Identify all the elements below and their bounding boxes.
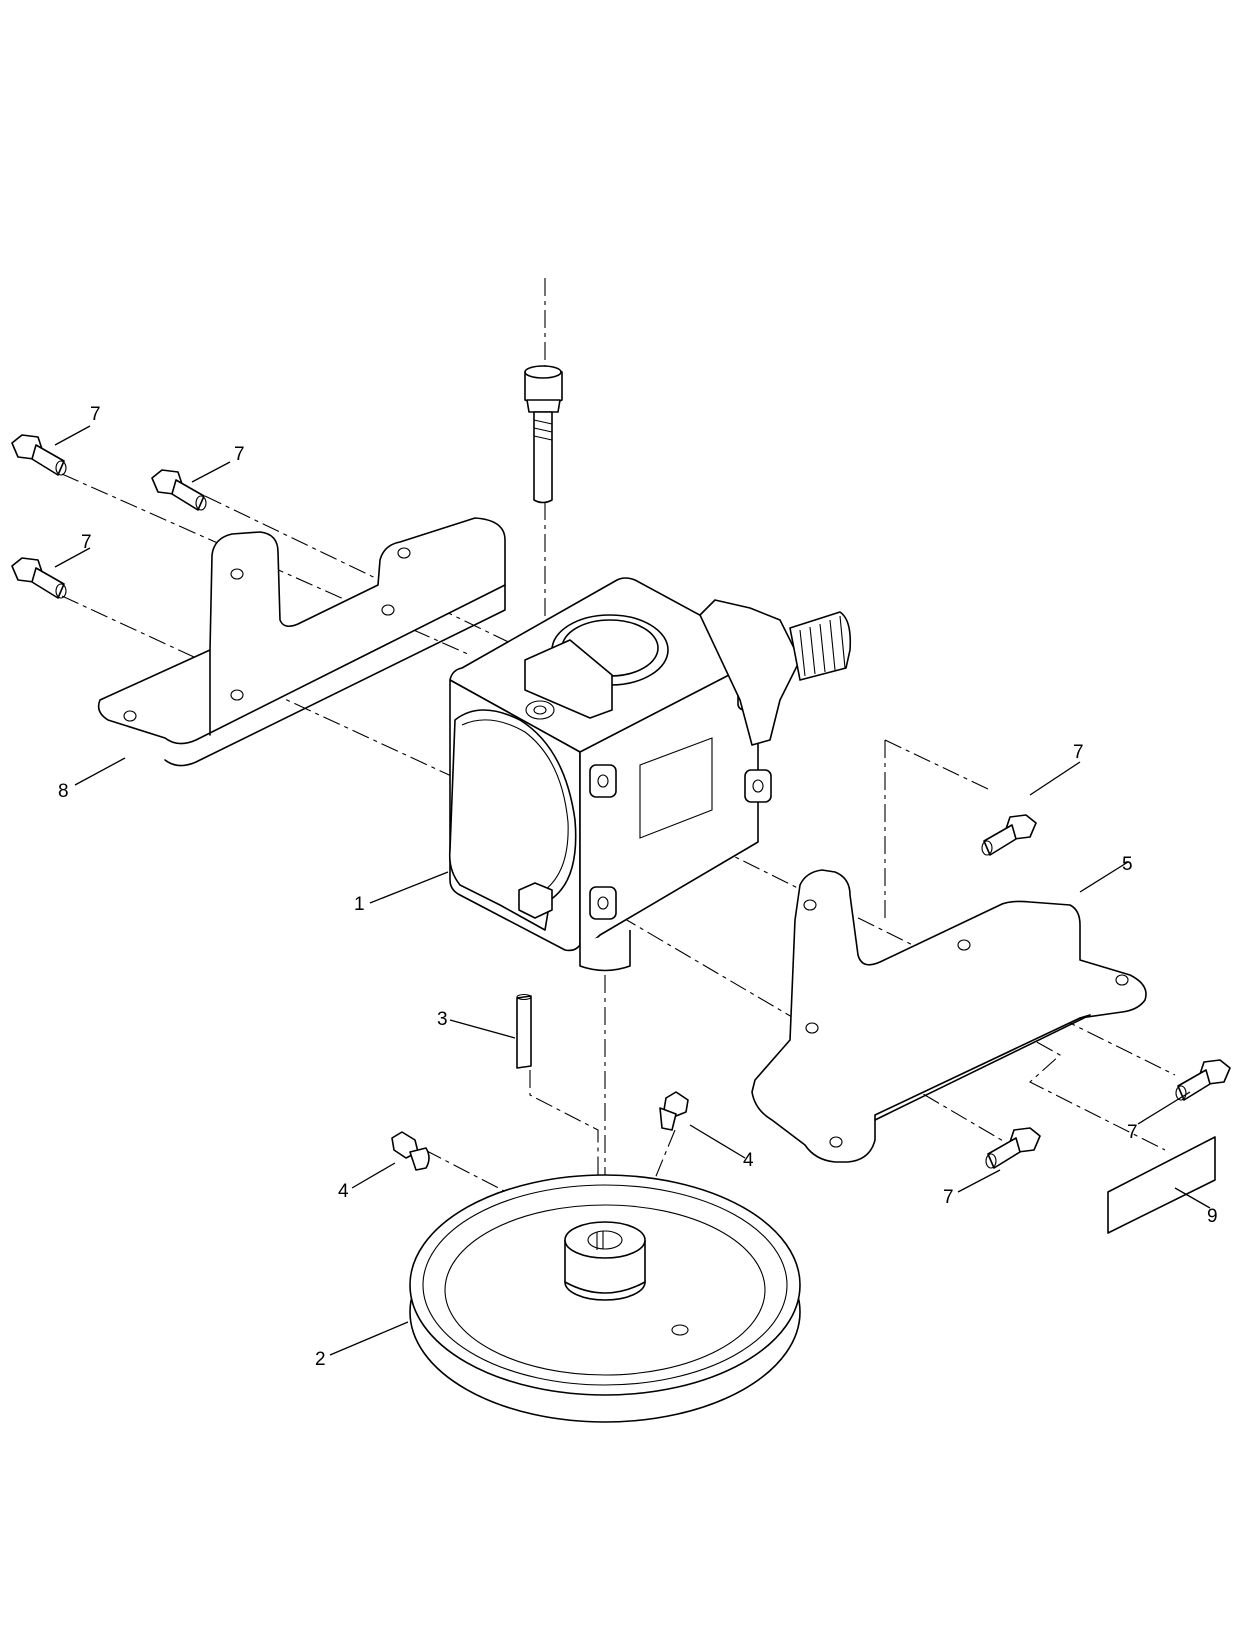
callouts: 7 7 7 8 1 7 5 3 4 4 7 7 9 2 — [58, 404, 1218, 1370]
callout-7-right-upper: 7 — [1073, 742, 1084, 763]
callout-7-right-lower: 7 — [1127, 1122, 1138, 1143]
callout-7-top-left: 7 — [90, 404, 101, 425]
callout-3: 3 — [437, 1009, 448, 1030]
pulley-icon — [409, 1174, 801, 1423]
set-screw-left-icon — [391, 1131, 430, 1171]
callout-7-left: 7 — [81, 532, 92, 553]
right-mounting-bracket — [751, 869, 1147, 1163]
left-mounting-bracket — [97, 517, 506, 767]
callout-4-right: 4 — [743, 1150, 754, 1171]
vent-plug-icon — [524, 365, 563, 504]
bolt-icon — [11, 434, 1231, 1169]
callout-2: 2 — [315, 1349, 326, 1370]
callout-4-left: 4 — [338, 1181, 349, 1202]
callout-1: 1 — [354, 894, 365, 915]
callout-9: 9 — [1207, 1206, 1218, 1227]
set-screw-right-icon — [659, 1091, 689, 1131]
leader-lines — [54, 425, 1211, 1356]
gearbox-icon — [448, 577, 852, 972]
shaft-key-icon — [516, 993, 532, 1069]
decal-icon — [1107, 1136, 1216, 1234]
callout-5: 5 — [1122, 854, 1133, 875]
callout-7-top-middle: 7 — [234, 444, 245, 465]
callout-8: 8 — [58, 781, 69, 802]
callout-7-bottom: 7 — [943, 1187, 954, 1208]
